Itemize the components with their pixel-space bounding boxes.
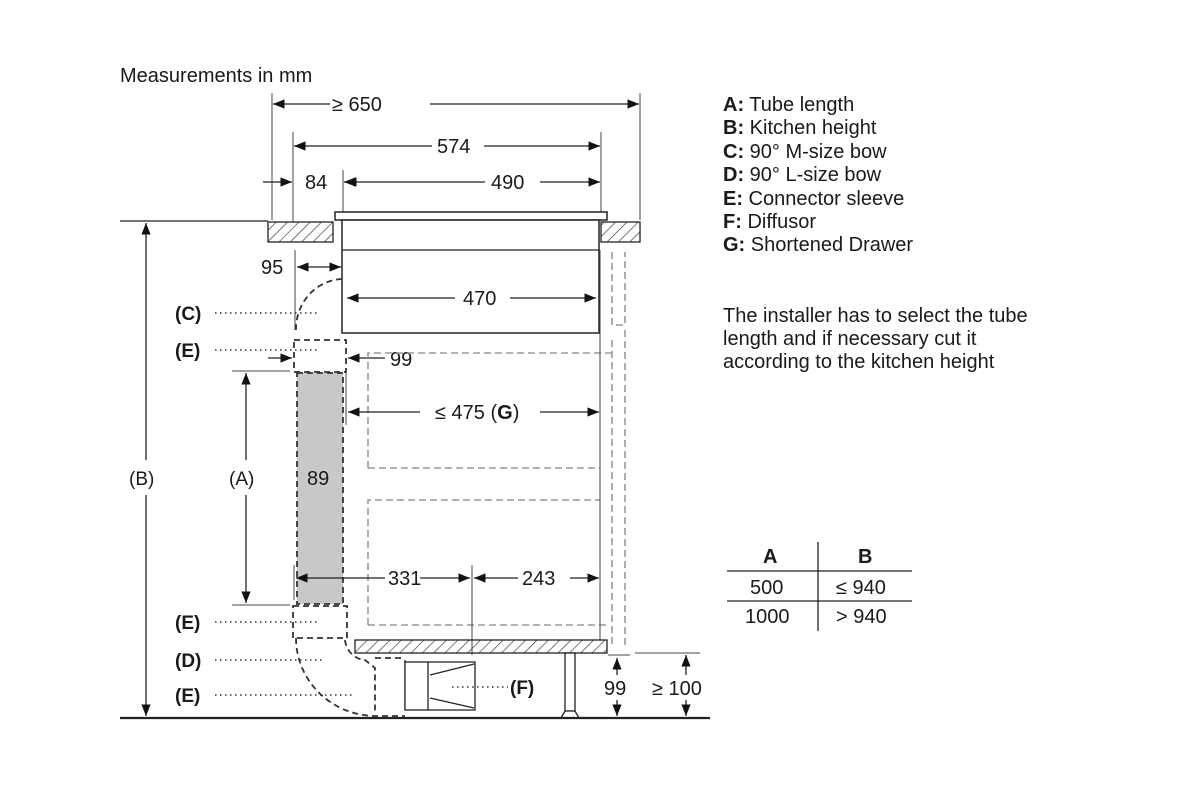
hob-unit [334,211,608,334]
svg-text:B: Kitchen height: B: Kitchen height [723,117,877,139]
svg-text:470: 470 [463,288,496,310]
callout-d: (D) [175,651,325,672]
bow-d [295,637,405,717]
svg-text:(F): (F) [510,678,534,699]
dimension-470: 470 [347,288,596,310]
dimension-overall-width: ≥ 650 [271,93,641,220]
svg-text:500: 500 [750,577,783,599]
svg-text:A: Tube length: A: Tube length [723,94,854,116]
dimension-b: (B) [129,223,154,716]
plinth [354,639,608,654]
svg-text:(E): (E) [175,613,200,634]
legend: A: Tube length B: Kitchen height C: 90° … [723,94,913,256]
svg-text:99: 99 [390,349,412,371]
svg-text:The installer has to select th: The installer has to select the tube [723,305,1028,327]
svg-text:84: 84 [305,172,327,194]
svg-text:E: Connector sleeve: E: Connector sleeve [723,188,904,210]
connector-sleeve-bottom [292,605,348,639]
svg-text:331: 331 [388,568,421,590]
svg-text:according to the kitchen heigh: according to the kitchen height [723,351,995,373]
svg-text:F: Diffusor: F: Diffusor [723,211,816,233]
callout-c: (C) [175,304,320,325]
svg-text:89: 89 [307,468,329,490]
dimension-95: 95 [261,250,341,330]
bow-c [295,278,343,331]
svg-text:> 940: > 940 [836,606,887,628]
dimension-84-490: 84 490 [263,170,600,212]
svg-text:≤ 940: ≤ 940 [836,577,886,599]
svg-text:G: Shortened Drawer: G: Shortened Drawer [723,234,913,256]
svg-text:C: 90° M-size bow: C: 90° M-size bow [723,141,887,163]
svg-text:length and if necessary cut it: length and if necessary cut it [723,328,977,350]
dimension-331-243: 331 243 [293,565,601,655]
dimension-475: ≤ 475 (G) [348,402,599,424]
cabinet-leg [559,652,581,719]
svg-text:(E): (E) [175,341,200,362]
tube-length-table: A B 500 ≤ 940 1000 > 940 [727,542,912,631]
callout-e-bottom: (E) [175,686,355,707]
svg-text:≥ 650: ≥ 650 [332,94,382,116]
svg-text:A: A [763,546,777,568]
tube [296,372,344,605]
svg-text:≥ 100: ≥ 100 [652,678,702,700]
svg-text:(C): (C) [175,304,201,325]
dimension-plinth: 99 ≥ 100 [604,652,702,716]
diffusor [404,660,476,711]
svg-text:(D): (D) [175,651,201,672]
diagram-title: Measurements in mm [120,65,312,87]
callout-f: (F) [452,678,534,699]
svg-text:574: 574 [437,136,470,158]
svg-text:490: 490 [491,172,524,194]
svg-text:D: 90° L-size bow: D: 90° L-size bow [723,164,882,186]
countertop [120,220,641,243]
svg-text:(A): (A) [229,469,254,490]
svg-text:1000: 1000 [745,606,790,628]
dimension-a: (A) [229,370,290,606]
svg-text:95: 95 [261,257,283,279]
svg-text:B: B [858,546,872,568]
installer-note: The installer has to select the tube len… [723,305,1028,373]
callout-e-top: (E) [175,341,320,362]
svg-text:≤ 475 (G): ≤ 475 (G) [435,402,519,424]
callout-e-mid: (E) [175,613,320,634]
svg-text:99: 99 [604,678,626,700]
dimension-574: 574 [292,132,602,222]
connector-sleeve-top [293,339,347,373]
svg-text:243: 243 [522,568,555,590]
svg-text:(E): (E) [175,686,200,707]
svg-text:(B): (B) [129,469,154,490]
dimension-99-sleeve: 99 [268,349,412,371]
